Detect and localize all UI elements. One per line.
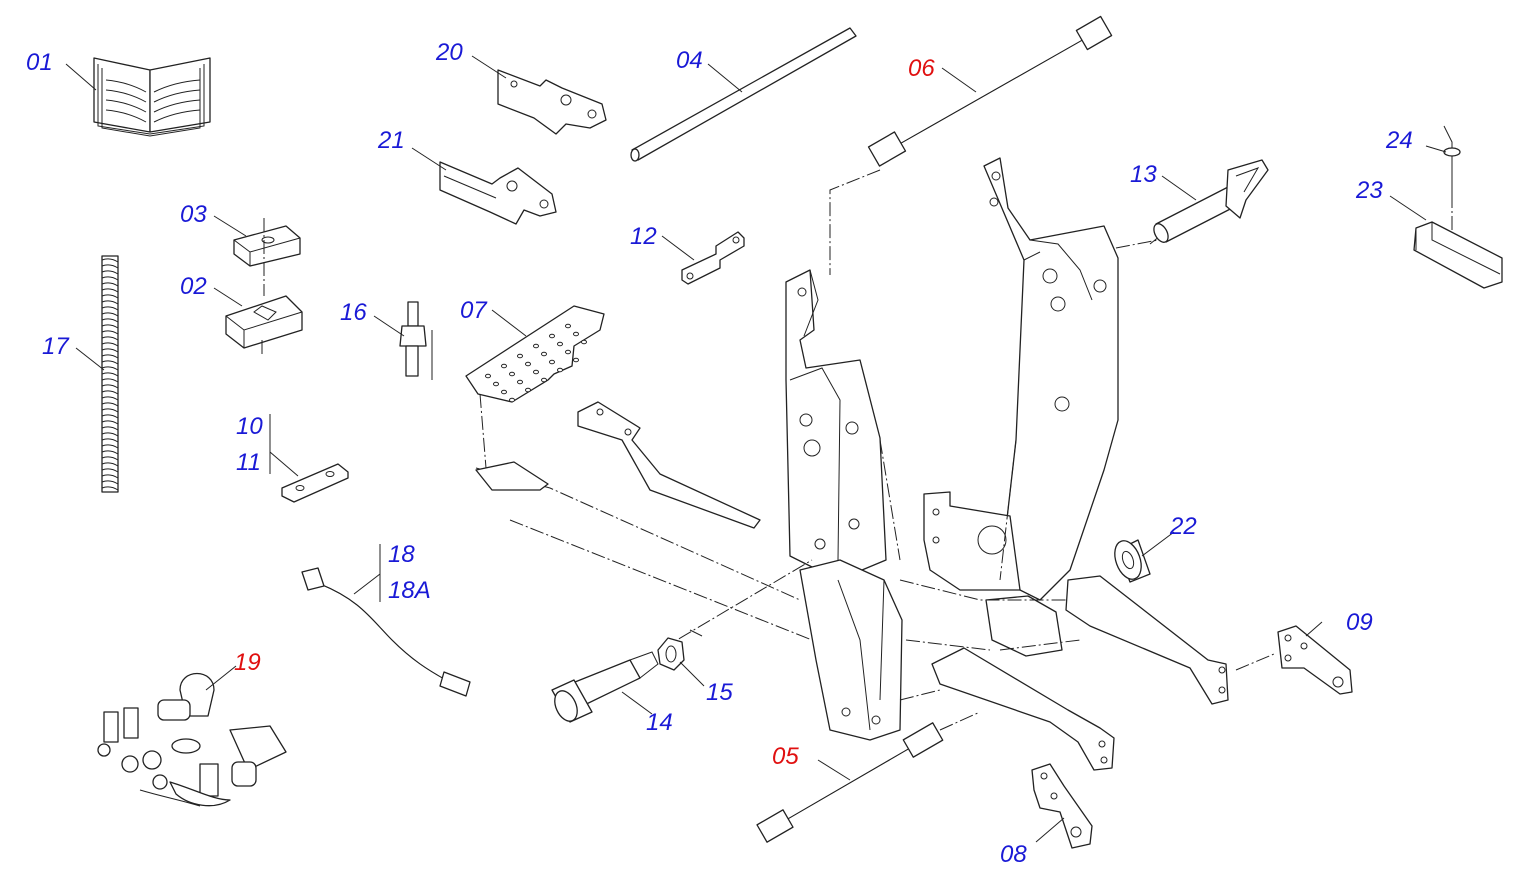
part-08-plate[interactable] bbox=[1031, 763, 1093, 849]
label-15[interactable]: 15 bbox=[706, 679, 733, 706]
label-03[interactable]: 03 bbox=[180, 201, 207, 228]
part-21-bracket[interactable] bbox=[439, 161, 557, 225]
part-06-hydraulic-pipe[interactable] bbox=[829, 15, 1113, 275]
plate-hole bbox=[557, 341, 563, 347]
plate-hole bbox=[581, 339, 587, 345]
plate-hole bbox=[565, 349, 571, 355]
part-13-pin[interactable] bbox=[1151, 159, 1269, 245]
plate-hole bbox=[565, 323, 571, 329]
plate-hole bbox=[533, 369, 539, 375]
plate-hole bbox=[509, 397, 515, 403]
part-19-fittings-kit[interactable] bbox=[97, 673, 287, 807]
plate-hole bbox=[517, 379, 523, 385]
label-04[interactable]: 04 bbox=[676, 47, 703, 74]
leader-lines bbox=[65, 55, 1447, 843]
label-18[interactable]: 18 bbox=[388, 541, 415, 568]
part-16-stud[interactable] bbox=[399, 301, 433, 380]
label-20[interactable]: 20 bbox=[435, 39, 463, 66]
label-17[interactable]: 17 bbox=[42, 333, 70, 360]
part-03-clamp-top[interactable] bbox=[233, 218, 301, 296]
plate-hole bbox=[549, 333, 555, 339]
label-12[interactable]: 12 bbox=[630, 223, 657, 250]
part-12-bracket[interactable] bbox=[681, 231, 745, 285]
plate-hole bbox=[517, 353, 523, 359]
part-number-labels: 01 02 03 04 05 06 07 08 09 10 11 12 13 1… bbox=[26, 39, 1413, 868]
part-14-pin[interactable] bbox=[550, 559, 813, 725]
part-18-hydraulic-hose[interactable] bbox=[301, 567, 471, 697]
label-16[interactable]: 16 bbox=[340, 299, 367, 326]
part-09-plate[interactable] bbox=[1235, 625, 1353, 695]
plate-hole bbox=[525, 387, 531, 393]
label-13[interactable]: 13 bbox=[1130, 161, 1157, 188]
part-10-11-plate[interactable] bbox=[281, 463, 349, 503]
part-22-bushing[interactable] bbox=[1110, 537, 1151, 583]
label-01[interactable]: 01 bbox=[26, 49, 53, 76]
label-22[interactable]: 22 bbox=[1169, 513, 1197, 540]
plate-hole bbox=[541, 377, 547, 383]
label-08[interactable]: 08 bbox=[1000, 841, 1027, 868]
plate-hole bbox=[509, 371, 515, 377]
plate-hole bbox=[573, 357, 579, 363]
plate-hole bbox=[533, 343, 539, 349]
label-18A[interactable]: 18A bbox=[388, 577, 431, 604]
part-07-plate[interactable] bbox=[465, 305, 605, 469]
plate-hole bbox=[501, 389, 507, 395]
label-23[interactable]: 23 bbox=[1355, 177, 1383, 204]
plate-hole bbox=[557, 367, 563, 373]
plate-hole bbox=[573, 331, 579, 337]
part-17-spiral-sleeve[interactable] bbox=[101, 255, 119, 493]
label-07[interactable]: 07 bbox=[460, 297, 488, 324]
label-02[interactable]: 02 bbox=[180, 273, 207, 300]
label-11[interactable]: 11 bbox=[236, 449, 261, 476]
label-14[interactable]: 14 bbox=[646, 709, 673, 736]
plate-hole bbox=[549, 359, 555, 365]
part-01-manual-book[interactable] bbox=[93, 57, 211, 137]
part-15-nut[interactable] bbox=[657, 629, 703, 671]
label-09[interactable]: 09 bbox=[1346, 609, 1373, 636]
part-04-rod[interactable] bbox=[630, 27, 857, 162]
label-21[interactable]: 21 bbox=[377, 127, 405, 154]
plate-hole bbox=[541, 351, 547, 357]
label-19[interactable]: 19 bbox=[234, 649, 261, 676]
plate-hole bbox=[493, 381, 499, 387]
label-06[interactable]: 06 bbox=[908, 55, 935, 82]
label-10[interactable]: 10 bbox=[236, 413, 263, 440]
part-02-clamp-bottom[interactable] bbox=[225, 295, 303, 354]
main-frame[interactable] bbox=[475, 157, 1229, 771]
part-20-bracket[interactable] bbox=[497, 69, 607, 135]
part-23-channel[interactable] bbox=[1413, 221, 1503, 289]
plate-hole bbox=[525, 361, 531, 367]
label-05[interactable]: 05 bbox=[772, 743, 799, 770]
plate-hole bbox=[485, 373, 491, 379]
part-05-hydraulic-pipe[interactable] bbox=[756, 711, 981, 843]
plate-hole bbox=[501, 363, 507, 369]
label-24[interactable]: 24 bbox=[1385, 127, 1413, 154]
